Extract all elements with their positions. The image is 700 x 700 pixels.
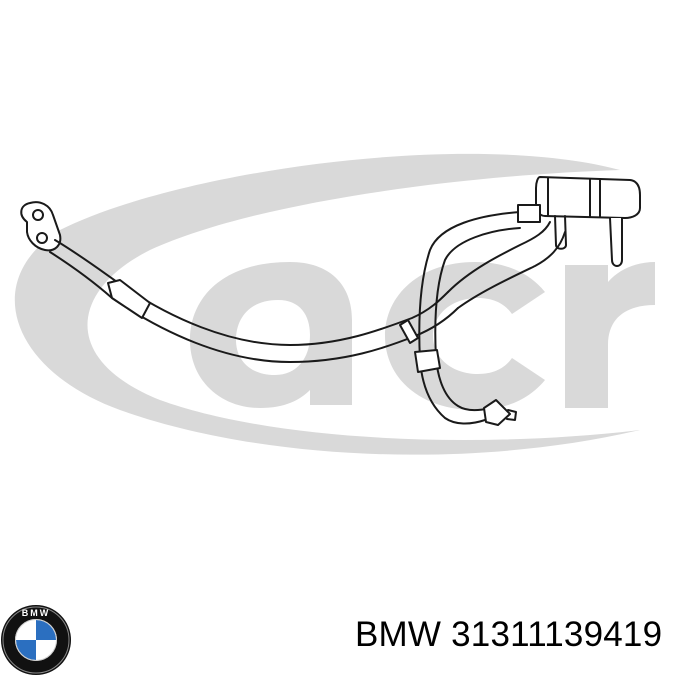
pipe-loop-outer bbox=[418, 211, 521, 425]
brand-name: BMW bbox=[355, 615, 442, 654]
watermark-swoosh bbox=[14, 153, 641, 455]
watermark-letter-r bbox=[565, 262, 655, 408]
eye-connector bbox=[20, 201, 62, 252]
block-fitting-top bbox=[535, 176, 641, 267]
pipe-upper-outer bbox=[447, 221, 551, 293]
hose-sleeve-left bbox=[107, 279, 151, 319]
watermark-letter-c bbox=[385, 262, 545, 410]
hose-outline-upper bbox=[54, 239, 449, 346]
hose-crimp-middle bbox=[399, 319, 419, 344]
ac-hose-drawing bbox=[20, 176, 641, 426]
bmw-logo-quadrant-blue-2 bbox=[16, 640, 36, 660]
bmw-logo-quadrant-blue-1 bbox=[36, 620, 56, 640]
acr-watermark bbox=[14, 153, 655, 455]
nut-fitting-bottom bbox=[483, 399, 511, 426]
pipe-sleeve-vertical bbox=[414, 349, 441, 373]
pipe-upper-inner bbox=[457, 231, 566, 309]
bmw-logo: BMW bbox=[1, 605, 71, 675]
pipe-loop-inner bbox=[434, 227, 521, 412]
bmw-logo-letters: BMW bbox=[22, 608, 51, 618]
tube-stub-top bbox=[517, 204, 541, 223]
part-number: 31311139419 bbox=[451, 615, 663, 654]
watermark-letter-a bbox=[190, 262, 352, 408]
